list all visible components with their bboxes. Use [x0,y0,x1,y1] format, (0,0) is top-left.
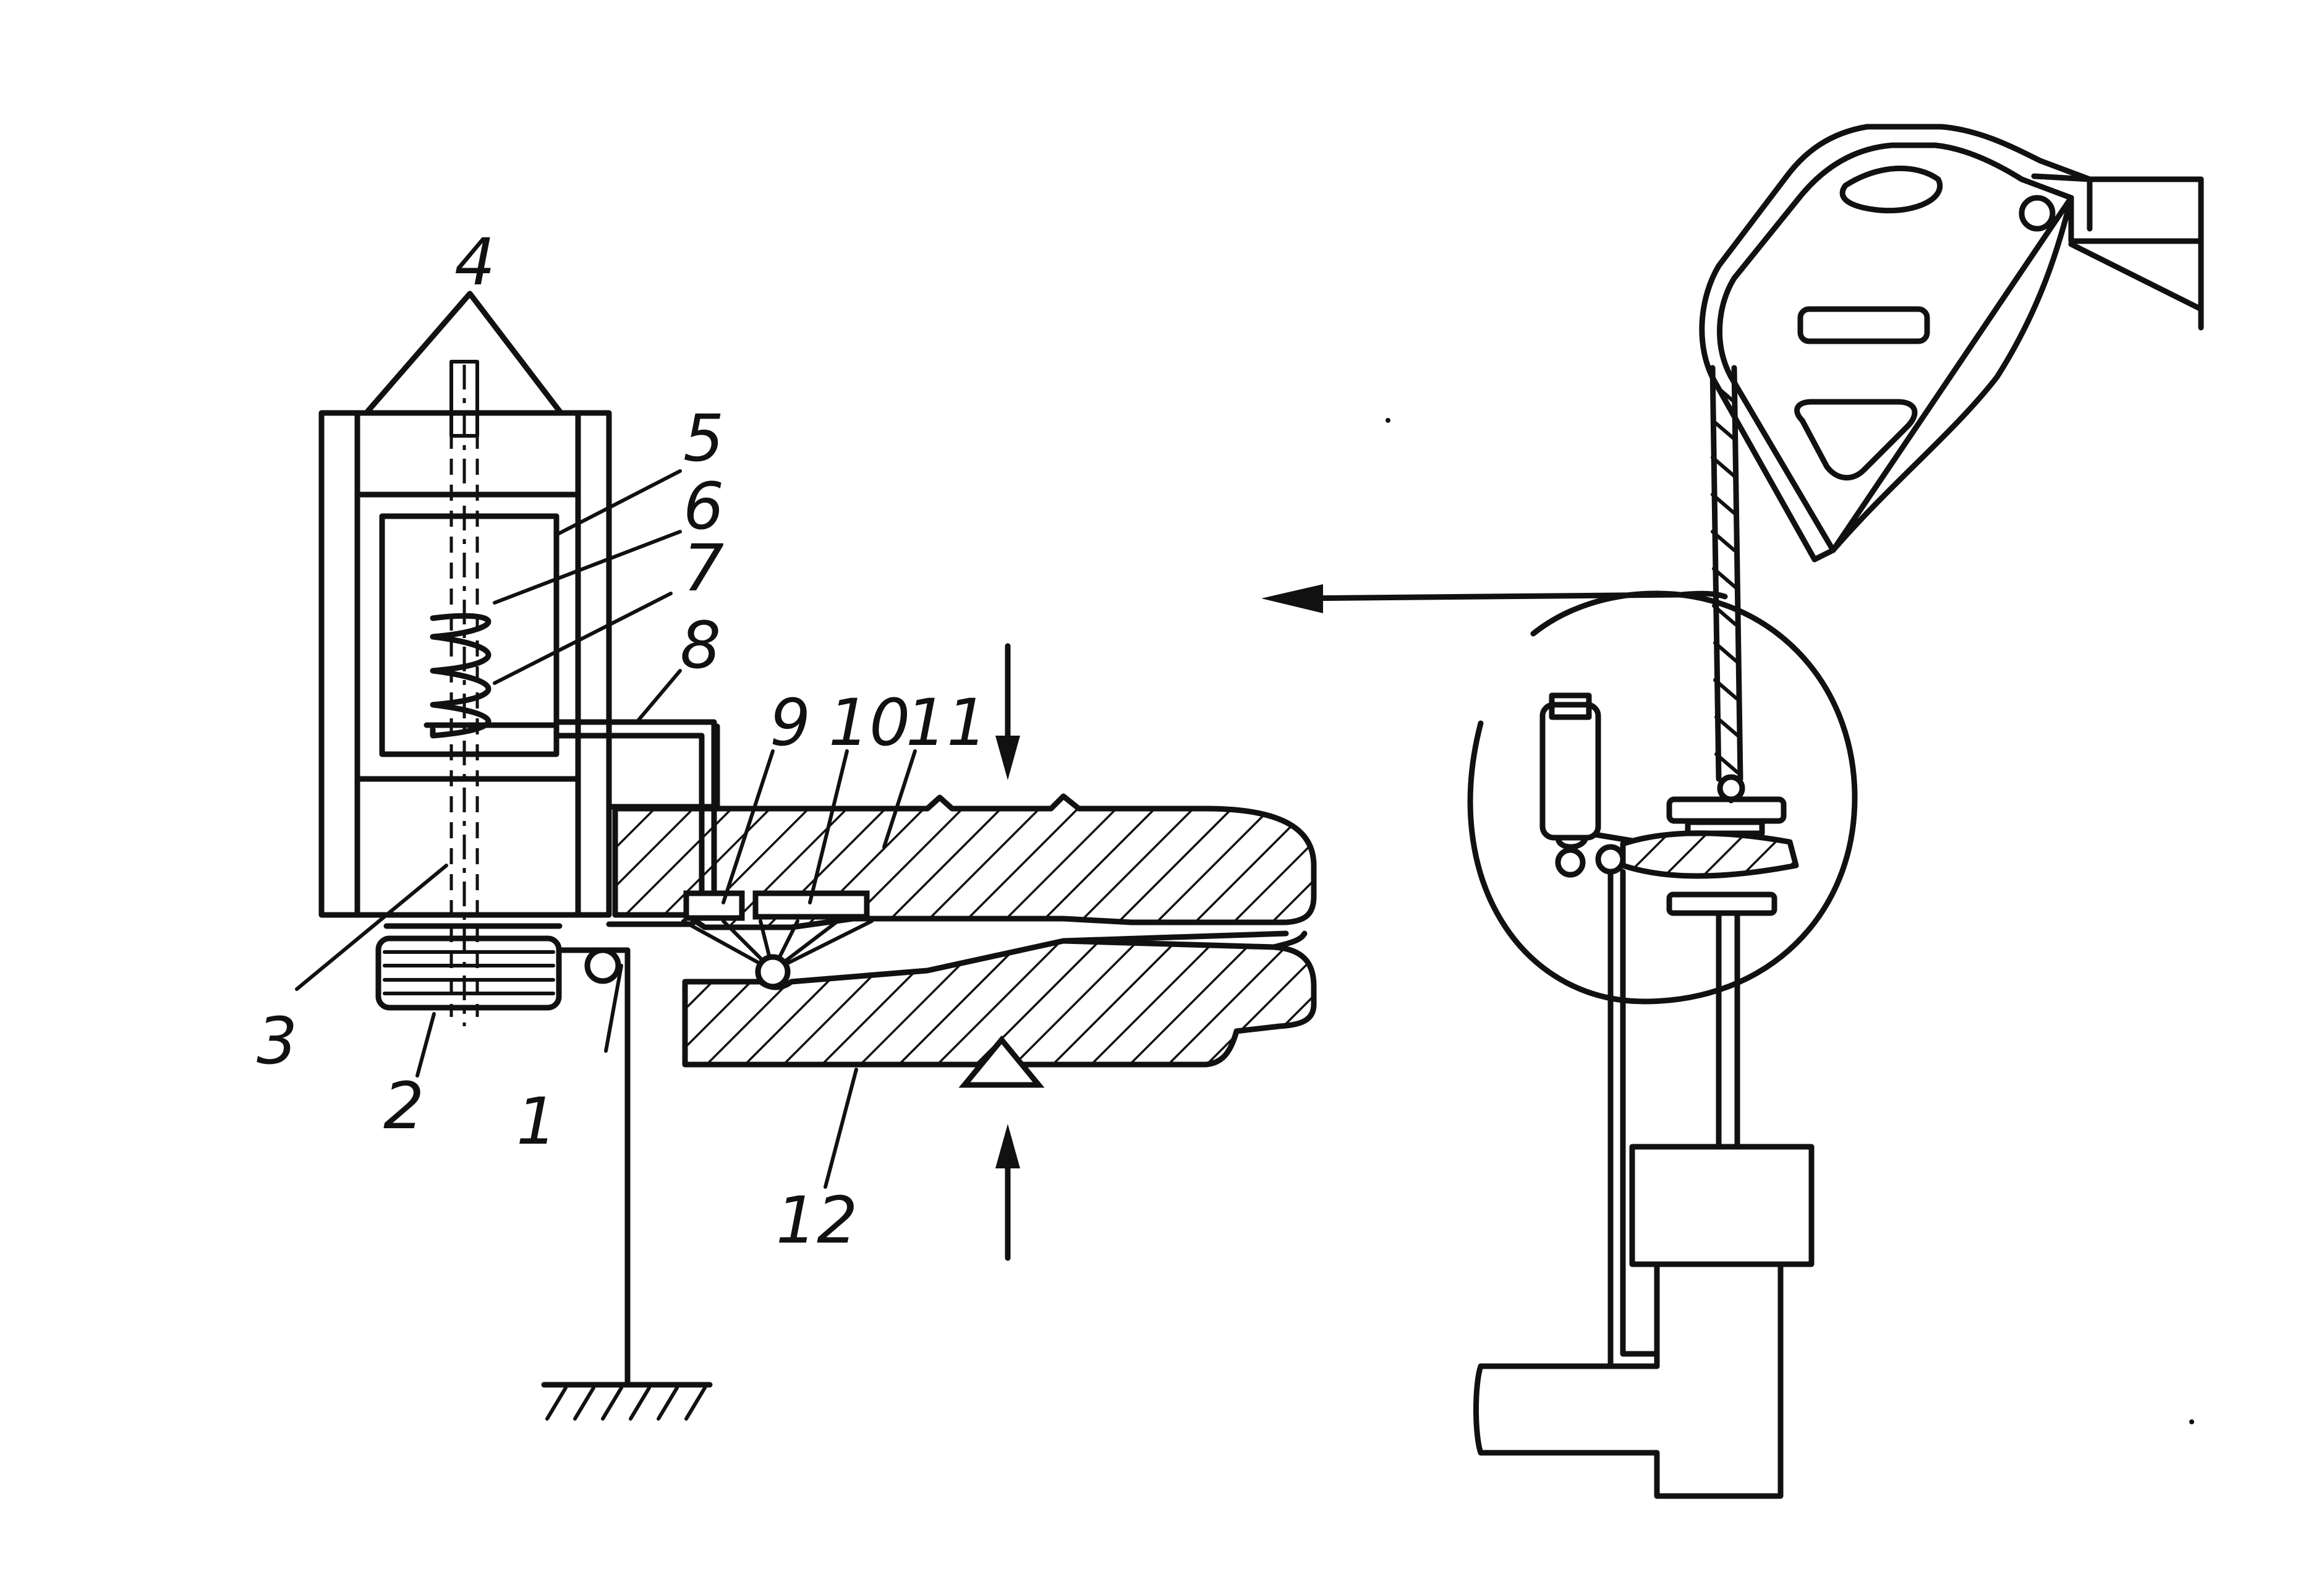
sensor-wire [1607,869,1660,1369]
detail-circle [1467,590,1858,1005]
label-7: 7 [683,530,724,606]
shaft [1716,910,1740,1150]
label-12: 12 [776,1183,858,1258]
label-9: 9 [770,685,811,760]
opening-triangle [1794,399,1918,481]
coil [375,923,563,1011]
sensor-cylinder [1539,692,1635,878]
label-1: 1 [516,1084,557,1159]
label-10: 10 [828,685,910,760]
pivot-hole [2019,195,2056,232]
thread [1709,365,1743,782]
machine-base [1473,1261,1784,1499]
spring [424,613,560,739]
fulcrum-triangle [958,1035,1045,1088]
leader-lines [295,469,917,1189]
lower-jaw [682,930,1317,1068]
label-6: 6 [683,469,724,544]
label-4: 4 [454,224,495,300]
housing-roof [365,291,563,414]
label-11: 11 [906,685,987,760]
lower-block [1629,1144,1815,1267]
ground-wire [556,947,631,1388]
tension-discs [1620,774,1799,916]
part-labels: 4 5 6 7 8 9 10 11 3 2 1 12 [257,224,987,1258]
arrow-down [995,643,1020,780]
contact-point [681,919,874,990]
label-2: 2 [383,1068,424,1144]
opening-oval [1839,165,1943,214]
opening-slot [1797,306,1930,344]
label-8: 8 [680,608,721,683]
speck [2189,1419,2194,1424]
ground-symbol [541,1382,713,1421]
upper-jaw [612,793,1317,930]
machine-head [1699,124,2204,563]
reference-arrow [1261,584,1728,613]
label-5: 5 [683,401,724,476]
speck [1385,418,1390,423]
arrow-up [995,1124,1020,1261]
label-3: 3 [257,1003,297,1079]
